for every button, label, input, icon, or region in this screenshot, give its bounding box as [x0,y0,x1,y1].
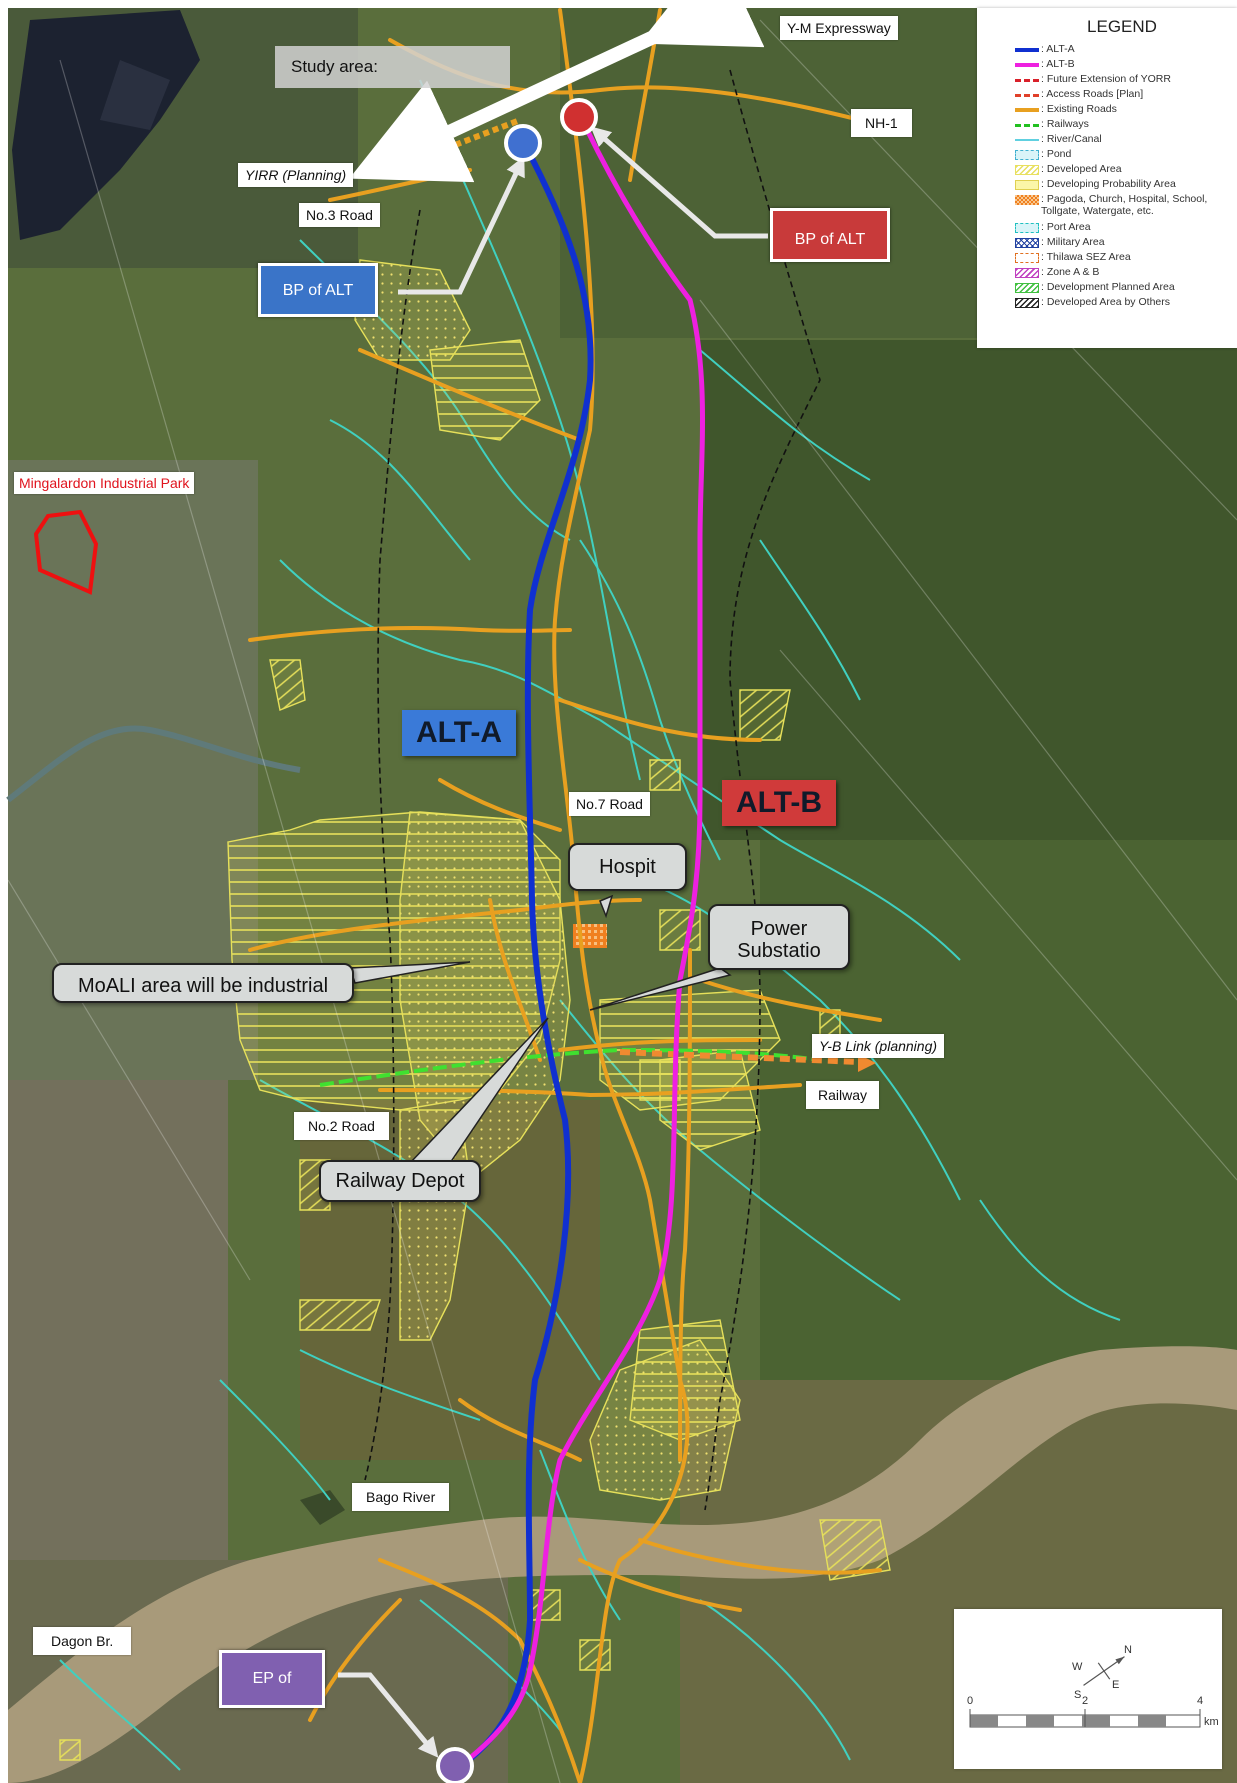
legend-swatch-icon [1015,90,1039,100]
label-railway: Railway [806,1081,880,1109]
compass-w: W [1072,1661,1083,1673]
legend-title: LEGEND [1087,17,1157,36]
legend-item: : Access Roads [Plan] [977,88,1237,103]
legend-swatch-icon [1015,268,1039,278]
legend-item: : Future Extension of YORR [977,73,1237,88]
power-substation-callout: Power Substatio [708,904,850,970]
legend-swatch-icon [1015,298,1039,308]
bp-alt-a-box: BP of ALT [258,263,378,317]
legend-swatch-icon [1015,253,1039,263]
legend-item-label: : River/Canal [1041,133,1102,145]
legend-items: : ALT-A : ALT-B : Future Extension of YORR… [977,43,1237,311]
compass-s: S [1074,1689,1082,1701]
railway-depot-callout: Railway Depot [319,1160,481,1202]
legend-item-label: : ALT-A [1041,43,1075,55]
scale-unit: km [1204,1716,1219,1728]
legend-item: : ALT-A [977,43,1237,58]
label-bago-river: Bago River [352,1483,450,1511]
legend-item: : Existing Roads [977,103,1237,118]
legend-item-label: : Developed Area by Others [1041,296,1170,308]
legend-swatch-icon [1015,165,1039,175]
label-mingalardon: Mingalardon Industrial Park [14,472,195,494]
legend-item: : Development Planned Area [977,281,1237,296]
scale-bar-panel: N E S W 0 2 4 km [954,1609,1222,1769]
legend-item-label: : Pond [1041,148,1072,160]
legend-item-label: : Railways [1041,118,1089,130]
legend-item: : Port Area [977,221,1237,236]
legend-item-label: : Existing Roads [1041,103,1117,115]
legend-item-label: : Future Extension of YORR [1041,73,1171,85]
moali-callout-line1: MoALI area will be industrial [77,975,329,997]
compass-n: N [1124,1644,1132,1656]
legend-item-label: : Developed Area [1041,163,1122,175]
legend-swatch-icon [1015,150,1039,160]
label-yirr: YIRR (Planning) [238,163,354,187]
legend-swatch-icon [1015,223,1039,233]
legend-item: : Developed Area by Others [977,296,1237,311]
legend-swatch-icon [1015,45,1039,55]
hospital-callout: Hospit [568,843,687,891]
legend-item: : Thilawa SEZ Area [977,251,1237,266]
compass-icon [1083,1656,1125,1686]
legend-item-label: : Thilawa SEZ Area [1041,251,1131,263]
alt-b-label: ALT-B [722,780,837,826]
legend-swatch-icon [1015,135,1039,145]
legend-swatch-icon [1015,105,1039,115]
legend-item: : Zone A & B [977,266,1237,281]
label-no3-road: No.3 Road [299,203,380,227]
legend: LEGEND : ALT-A : ALT-B : Future Extension … [977,8,1237,348]
legend-item: : River/Canal [977,133,1237,148]
legend-item-label: : ALT-B [1041,58,1075,70]
bp-alt-b-box: BP of ALT [770,208,890,262]
legend-item: : Pagoda, Church, Hospital, School, Toll… [977,193,1237,221]
scale-tick-0: 0 [967,1695,974,1707]
label-yb-link: Y-B Link (planning) [812,1034,945,1058]
legend-swatch-icon [1015,283,1039,293]
study-area-label: Study area: [275,46,510,88]
legend-item-label: : Pagoda, Church, Hospital, School, Toll… [1041,193,1208,217]
scale-segments [970,1715,1166,1727]
scale-tick-2: 2 [1082,1695,1089,1707]
legend-item: : Pond [977,148,1237,163]
legend-swatch-icon [1015,75,1039,85]
ep-box: EP of [219,1650,325,1708]
legend-item-label: : Developing Probability Area [1041,178,1176,190]
legend-swatch-icon [1015,238,1039,248]
moali-callout: MoALI area will be industrial zone [52,963,354,1003]
alt-a-label: ALT-A [402,710,517,756]
compass-and-scale [969,1656,1201,1728]
power-callout-line1: Power [750,918,808,940]
scale-tick-4: 4 [1197,1695,1204,1707]
legend-swatch-icon [1015,120,1039,130]
legend-item-label: : Development Planned Area [1041,281,1175,293]
hospital-callout-text: Hospit [599,856,656,878]
legend-swatch-icon [1015,60,1039,70]
legend-item: : Developed Area [977,163,1237,178]
ep-text: EP of [252,1670,292,1687]
compass-e: E [1112,1679,1120,1691]
legend-item: : Developing Probability Area [977,178,1237,193]
legend-item-label: : Military Area [1041,236,1105,248]
legend-item: : Military Area [977,236,1237,251]
label-no2-road: No.2 Road [294,1112,389,1140]
legend-item: : ALT-B [977,58,1237,73]
power-callout-line2: Substatio [737,940,821,962]
label-nh1: NH-1 [851,109,912,137]
moali-callout-line2: zone [54,999,352,1001]
label-no7-road: No.7 Road [569,792,650,816]
railway-depot-text: Railway Depot [335,1170,465,1192]
legend-swatch-icon [1015,195,1039,205]
label-ym-expressway: Y-M Expressway [780,16,898,40]
legend-swatch-icon [1015,180,1039,190]
bp-alt-a-text: BP of ALT [282,282,354,299]
label-dagon-bridge: Dagon Br. [33,1627,132,1655]
legend-item-label: : Port Area [1041,221,1091,233]
bp-alt-b-text: BP of ALT [794,231,866,248]
legend-item-label: : Access Roads [Plan] [1041,88,1144,100]
legend-item-label: : Zone A & B [1041,266,1100,278]
legend-item: : Railways [977,118,1237,133]
